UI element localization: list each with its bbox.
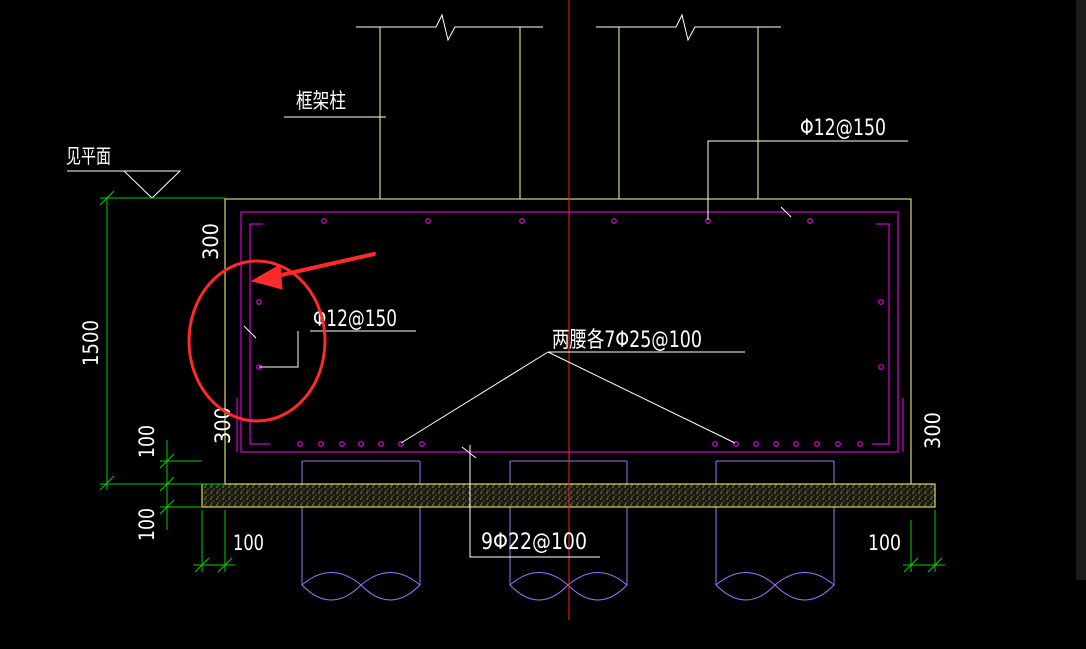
foundation-outline [224,198,912,484]
dim-bottom-cover-right: 300 [921,412,945,449]
pile-group [301,460,835,601]
rebar-dot [773,441,779,447]
dim-cushion-thickness: 100 [135,508,159,541]
rebar-dot [378,441,384,447]
viewport-edge [1076,0,1086,580]
rebar-dot [733,441,739,447]
frame-column-label: 框架柱 [296,89,346,113]
side-rebar-label: Φ12@150 [313,307,397,332]
rebar-dot [712,441,718,447]
rebar-dot [297,441,303,447]
annotation-circle [187,259,327,423]
rebar-dot [419,441,425,447]
waist-rebar-label: 两腰各7Φ25@100 [552,328,702,353]
rebar-dot [835,441,841,447]
annotation-arrow [266,252,376,280]
pile-left [301,460,421,601]
top-rebar-label: Φ12@150 [800,116,886,141]
frame-columns [379,27,759,199]
rebar-dot [753,441,759,447]
rebar-dot [339,441,345,447]
rebar-dot [611,218,617,224]
rebar-dot [318,441,324,447]
see-plan-label: 见平面 [66,144,111,168]
leader-lines [243,116,908,558]
rebar-dot [857,441,863,447]
dim-cushion-extend-right: 100 [868,531,901,555]
rebar-dot [807,218,813,224]
rebar-dot [256,299,262,305]
rebar-dot [398,441,404,447]
annotation-arrowhead [250,264,283,290]
level-marker [67,170,182,199]
dimension-lines [99,190,945,573]
rebar-dot [878,299,884,305]
dim-cushion-extend-left: 100 [233,531,264,555]
dim-cushion-offset: 100 [135,425,159,458]
pile-middle [509,460,628,601]
bottom-rebar-label: 9Φ22@100 [481,530,587,555]
rebar-dot [425,218,431,224]
column-break-lines [356,13,781,42]
rebar-dot [321,218,327,224]
dim-total-height: 1500 [79,320,103,366]
rebar-dot [519,218,525,224]
dim-bottom-cover-left: 300 [211,407,235,444]
rebar-dot [878,364,884,370]
rebar-dots [256,218,884,447]
rebar-dot [358,441,364,447]
annotation-markup [187,252,376,423]
dim-top-cover-left: 300 [199,223,223,260]
pile-right [715,460,835,601]
rebar-dot [793,441,799,447]
rebar-dot [814,441,820,447]
